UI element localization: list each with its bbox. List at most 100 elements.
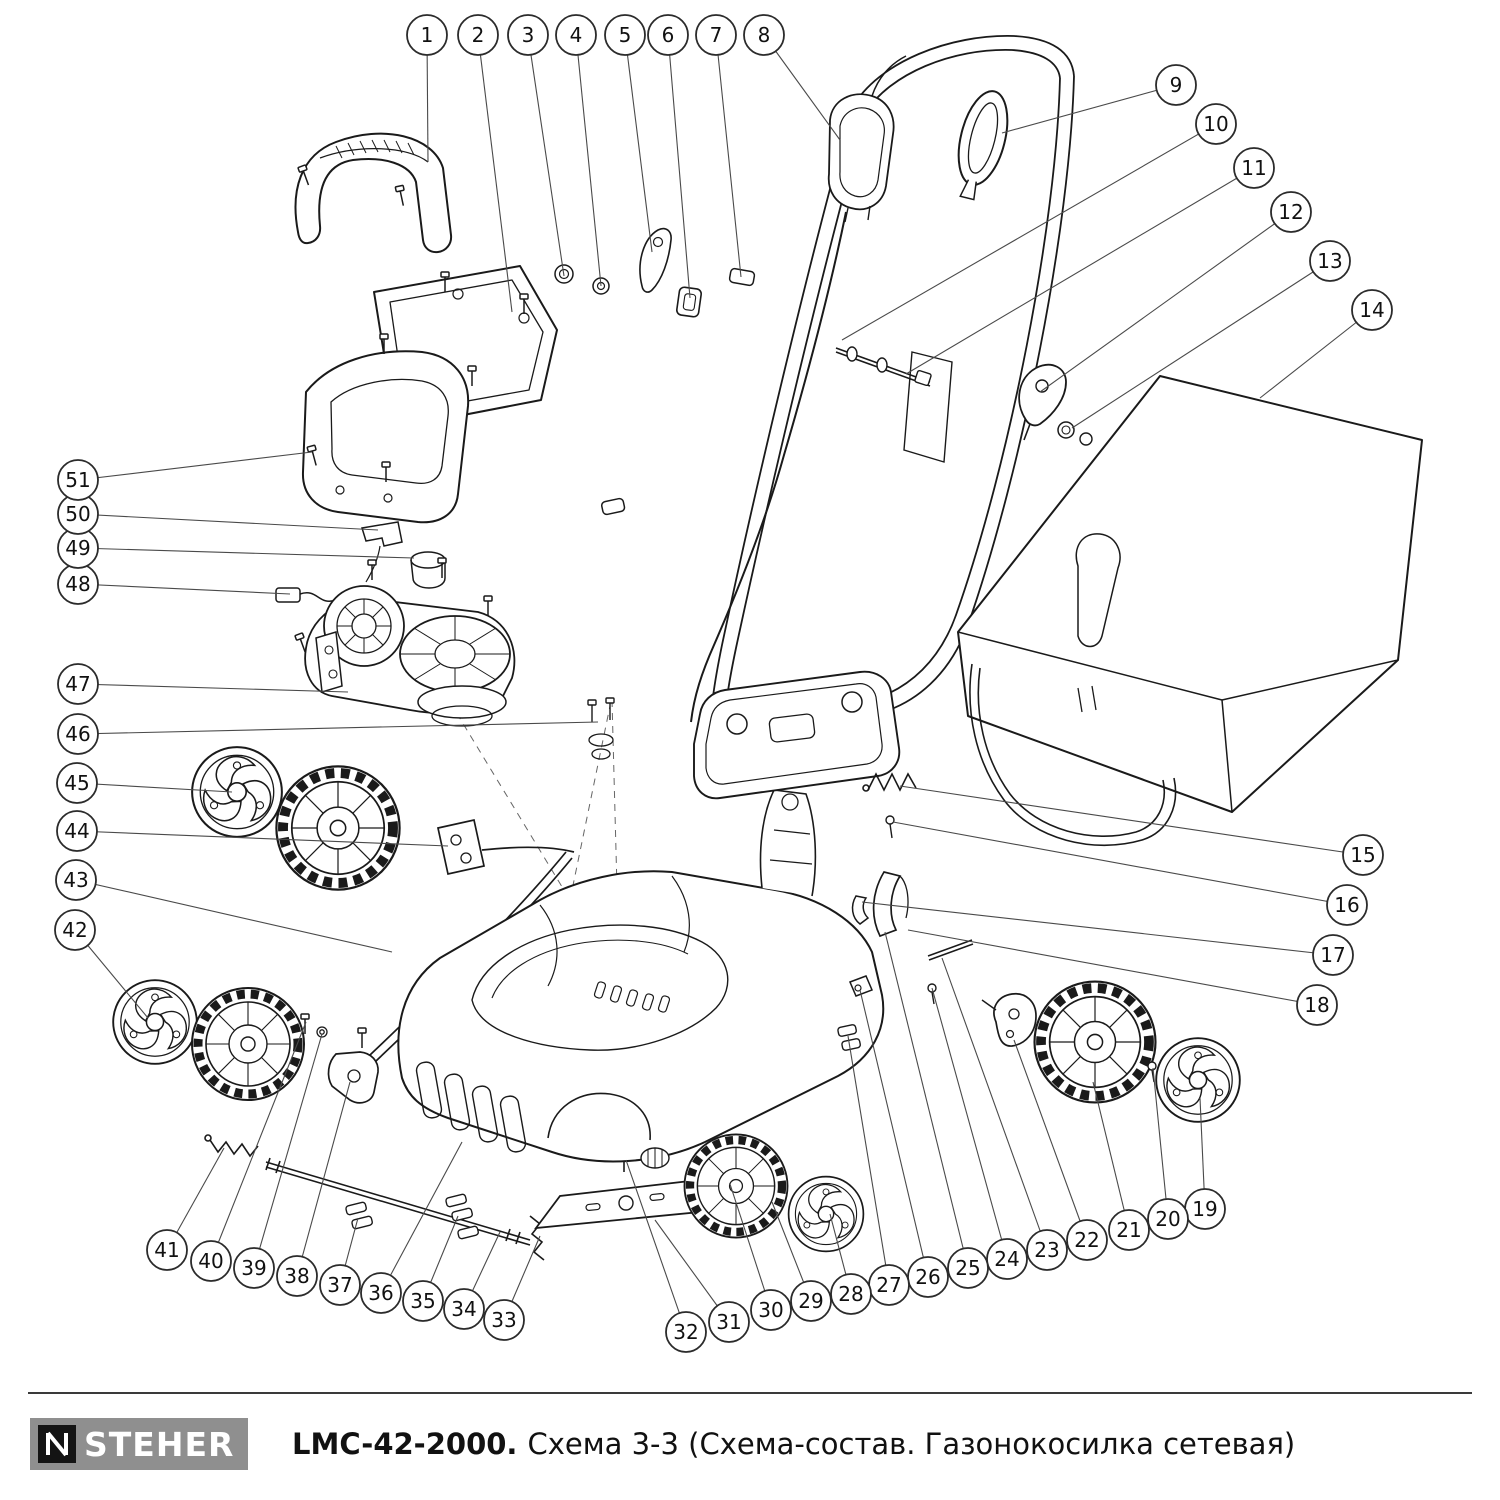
leader-line-12 xyxy=(1039,211,1292,393)
leader-line-49 xyxy=(77,547,415,559)
schema-subtitle: Схема 3-3 (Схема-состав. Газонокосилка с… xyxy=(527,1427,1296,1461)
callout-number-23: 23 xyxy=(1034,1238,1059,1262)
callout-number-40: 40 xyxy=(198,1249,223,1273)
callout-number-27: 27 xyxy=(876,1273,901,1297)
callout-number-28: 28 xyxy=(838,1282,863,1306)
callout-49: 49 xyxy=(57,527,415,569)
callout-10: 10 xyxy=(841,103,1237,341)
callout-circle-33 xyxy=(483,1299,525,1341)
footer-divider xyxy=(28,1392,1472,1394)
callout-number-36: 36 xyxy=(368,1281,393,1305)
callout-circle-23 xyxy=(1026,1229,1068,1271)
hubcap-rear-right xyxy=(1155,1037,1241,1123)
capacitor xyxy=(410,551,446,589)
callout-number-43: 43 xyxy=(63,868,88,892)
callout-9: 9 xyxy=(1001,64,1197,134)
leader-line-21 xyxy=(1092,1081,1130,1231)
callout-circle-41 xyxy=(146,1229,188,1271)
callout-number-39: 39 xyxy=(241,1256,266,1280)
wheel-bracket-left xyxy=(436,818,486,876)
callout-circle-18 xyxy=(1296,984,1338,1026)
callout-circle-51 xyxy=(57,459,99,501)
callout-3: 3 xyxy=(507,14,565,277)
callout-number-14: 14 xyxy=(1359,298,1384,322)
callout-30: 30 xyxy=(729,1183,792,1331)
callout-number-24: 24 xyxy=(994,1247,1019,1271)
callout-circle-1 xyxy=(406,14,448,56)
callout-number-10: 10 xyxy=(1203,112,1228,136)
callout-number-1: 1 xyxy=(421,23,434,47)
callout-number-19: 19 xyxy=(1192,1197,1217,1221)
callout-17: 17 xyxy=(861,901,1354,976)
callout-number-13: 13 xyxy=(1317,249,1342,273)
callout-37: 37 xyxy=(319,1217,361,1306)
leader-line-7 xyxy=(715,34,742,278)
wheel-bracket-right xyxy=(981,992,1037,1047)
callout-number-18: 18 xyxy=(1304,993,1329,1017)
callout-circle-2 xyxy=(457,14,499,56)
leader-line-20 xyxy=(1152,1067,1169,1220)
wheel-front-right xyxy=(684,1134,787,1237)
callout-number-26: 26 xyxy=(915,1265,940,1289)
front-axle-rod xyxy=(265,1157,531,1246)
callout-19: 19 xyxy=(1184,1097,1226,1230)
callout-27: 27 xyxy=(847,1035,910,1306)
grass-bag-frame xyxy=(969,663,1177,847)
height-lever xyxy=(872,871,909,938)
leader-line-31 xyxy=(654,1219,730,1323)
callout-number-30: 30 xyxy=(758,1298,783,1322)
small-fasteners-top xyxy=(554,227,756,516)
callout-38: 38 xyxy=(276,1081,351,1297)
callout-circle-11 xyxy=(1233,147,1275,189)
callout-6: 6 xyxy=(647,14,691,299)
leader-line-9 xyxy=(1001,84,1177,134)
callout-number-3: 3 xyxy=(522,23,535,47)
callout-number-35: 35 xyxy=(410,1289,435,1313)
callout-18: 18 xyxy=(907,929,1338,1026)
callout-circle-29 xyxy=(790,1280,832,1322)
callout-22: 22 xyxy=(1013,1039,1108,1261)
leader-line-46 xyxy=(77,721,599,735)
callout-circle-45 xyxy=(56,762,98,804)
callout-circle-14 xyxy=(1351,289,1393,331)
leader-line-4 xyxy=(575,34,602,287)
mount-bolts xyxy=(587,697,615,760)
leader-line-50 xyxy=(77,513,379,531)
callout-number-15: 15 xyxy=(1350,843,1375,867)
leader-line-38 xyxy=(296,1081,351,1277)
spring-rear xyxy=(862,772,917,792)
callout-circle-31 xyxy=(708,1301,750,1343)
switch-lever xyxy=(957,90,1009,201)
cam-lever xyxy=(1018,363,1067,441)
callout-number-8: 8 xyxy=(758,23,771,47)
callout-41: 41 xyxy=(146,1147,225,1271)
callout-circle-46 xyxy=(57,713,99,755)
switch-housing xyxy=(827,55,907,223)
callout-number-49: 49 xyxy=(65,536,90,560)
callout-39: 39 xyxy=(233,1033,323,1289)
lock-nuts xyxy=(1057,421,1093,446)
leader-line-36 xyxy=(380,1141,463,1294)
callout-circle-16 xyxy=(1326,884,1368,926)
leader-line-39 xyxy=(253,1033,323,1269)
callout-circle-36 xyxy=(360,1272,402,1314)
callout-circle-24 xyxy=(986,1238,1028,1280)
cable-clips xyxy=(345,1193,479,1240)
callout-number-41: 41 xyxy=(154,1238,179,1262)
leader-line-2 xyxy=(477,34,513,313)
callout-number-25: 25 xyxy=(955,1256,980,1280)
pivot-bracket xyxy=(327,1051,379,1104)
callout-circle-38 xyxy=(276,1255,318,1297)
callout-24: 24 xyxy=(931,987,1028,1280)
callout-48: 48 xyxy=(57,563,291,605)
callout-23: 23 xyxy=(941,957,1068,1271)
callout-circle-32 xyxy=(665,1311,707,1353)
callout-29: 29 xyxy=(771,1201,832,1322)
callout-number-5: 5 xyxy=(619,23,632,47)
callout-44: 44 xyxy=(56,810,449,852)
grass-box xyxy=(957,375,1423,813)
callout-number-11: 11 xyxy=(1241,156,1266,180)
callout-circle-9 xyxy=(1155,64,1197,106)
callout-circle-6 xyxy=(647,14,689,56)
